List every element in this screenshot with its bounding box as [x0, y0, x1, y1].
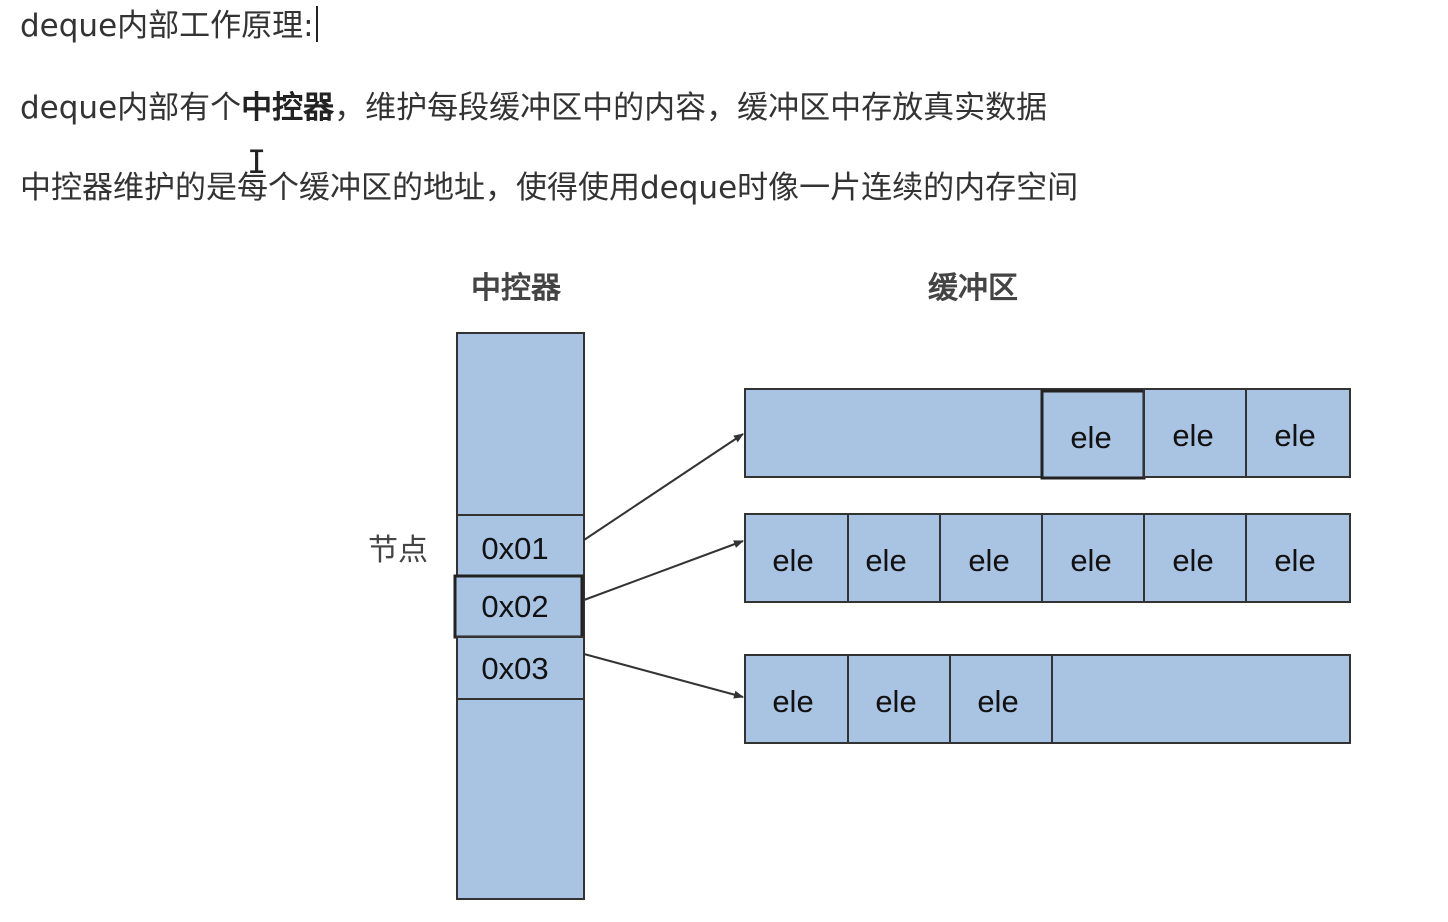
node-label-0x03: 0x03 — [481, 651, 548, 686]
description-line-1: deque内部有个中控器，维护每段缓冲区中的内容，缓冲区中存放真实数据 — [20, 88, 1047, 128]
controller-title: 中控器 — [471, 271, 562, 306]
buffer-1-ele: ele — [1274, 418, 1315, 453]
buffer-1-ele: ele — [1172, 418, 1213, 453]
node-cell-0x01 — [456, 514, 585, 577]
buffer-2-ele: ele — [1172, 543, 1213, 578]
node-cell-0x03 — [456, 636, 585, 700]
line2-before: deque内部有个 — [20, 90, 242, 126]
ibeam-cursor-icon: I — [247, 143, 267, 181]
buffer-2-ele: ele — [968, 543, 1009, 578]
buffer-1-ele: ele — [1070, 420, 1111, 455]
buffer-2-ele: ele — [865, 543, 906, 578]
buffer-2-ele: ele — [1274, 543, 1315, 578]
node-cell-0x02 — [453, 574, 584, 639]
buffer-3-ele: ele — [772, 684, 813, 719]
buffer-2-ele: ele — [1070, 543, 1111, 578]
buffer-title: 缓冲区 — [928, 271, 1018, 306]
buffer-3-cell — [744, 654, 849, 744]
buffer-2-cell — [1245, 513, 1351, 603]
text-caret — [315, 6, 318, 42]
buffer-3-ele: ele — [875, 684, 916, 719]
buffer-1-cell — [1245, 388, 1351, 478]
node-label-0x01: 0x01 — [481, 531, 548, 566]
arrow-0x01-to-buffer-1 — [583, 433, 744, 541]
arrow-0x03-to-buffer-3 — [583, 653, 744, 699]
node-label: 节点 — [368, 533, 428, 568]
node-label-0x02: 0x02 — [481, 589, 548, 624]
line2-bold: 中控器 — [241, 90, 335, 126]
buffer-3-cell — [949, 654, 1053, 744]
arrow-0x02-to-buffer-2 — [583, 540, 744, 601]
description-line-2: 中控器维护的是每个缓冲区的地址，使得使用deque时像一片连续的内存空间 — [20, 170, 1079, 206]
buffer-1-cell — [1143, 388, 1247, 478]
buffer-2-ele: ele — [772, 543, 813, 578]
buffer-2-cell — [847, 513, 941, 603]
heading-text: deque内部工作原理: — [20, 8, 314, 44]
heading: deque内部工作原理: — [20, 6, 318, 46]
buffer-3-ele: ele — [977, 684, 1018, 719]
line2-after: ，维护每段缓冲区中的内容，缓冲区中存放真实数据 — [334, 90, 1048, 126]
buffer-3-cell — [847, 654, 951, 744]
buffer-2-cell — [744, 513, 849, 603]
